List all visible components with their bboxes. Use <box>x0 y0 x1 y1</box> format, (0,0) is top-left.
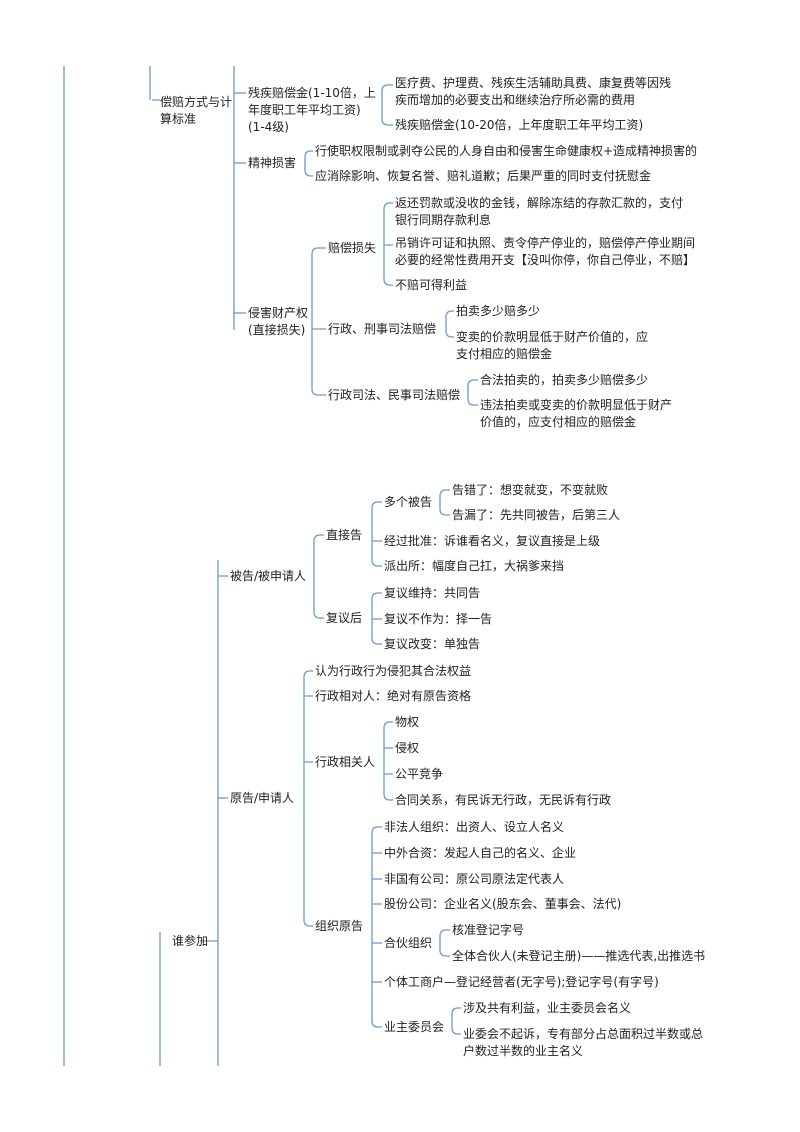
bracket-owners <box>451 1007 461 1035</box>
node-individual-business: 个体工商户—登记经营者(无字号);登记字号(有字号) <box>384 975 659 989</box>
node-property-compensation: 赔偿损失 <box>328 241 377 255</box>
bracket-multi <box>439 489 450 516</box>
node-disability-compensation: 残疾赔偿金(1-10倍，上年度职工年平均工资)(1-4级) <box>248 86 376 134</box>
bracket-admin-civil <box>467 379 478 406</box>
node-review-keep: 复议维持：共同告 <box>384 586 481 600</box>
node-owners-1: 涉及共有利益，业主委员会名义 <box>463 1001 632 1015</box>
node-multiple-defendants: 多个被告 <box>384 495 433 509</box>
node-org-joint-stock: 股份公司：企业名义(股东会、董事会、法代) <box>384 897 622 911</box>
bracket-partnership <box>439 929 450 957</box>
node-related-competition: 公平竞争 <box>395 767 444 781</box>
node-owners-committee: 业主委员会 <box>384 1020 445 1034</box>
node-administrative-counterpart: 行政相对人：绝对有原告资格 <box>315 689 472 703</box>
node-related-tort: 侵权 <box>395 741 420 755</box>
node-sued-missing: 告漏了：先共同被告，后第三人 <box>452 508 621 522</box>
node-disability-compensation-2: 残疾赔偿金(10-20倍，上年度职工年平均工资) <box>395 118 644 132</box>
bracket-related <box>383 721 393 801</box>
node-org-nonlegal: 非法人组织：出资人、设立人名义 <box>384 820 565 834</box>
node-partnership: 合伙组织 <box>384 936 433 950</box>
node-compensation-method: 偿赔方式与计算标准 <box>160 95 233 126</box>
node-sued-wrong: 告错了：想变就变，不变就败 <box>452 483 609 497</box>
node-plaintiff: 原告/申请人 <box>230 791 295 805</box>
node-sale-2: 违法拍卖或变卖的价款明显低于财产价值的，应支付相应的赔偿金 <box>480 398 673 429</box>
bracket-direct <box>371 501 382 567</box>
bracket-property <box>311 247 326 396</box>
node-partnership-1: 核准登记字号 <box>452 923 525 937</box>
bracket-defendant <box>313 534 324 619</box>
node-defendant: 被告/被申请人 <box>230 569 307 583</box>
bracket-mental <box>304 150 313 177</box>
node-approved: 经过批准：诉谁看名义，复议直接是上级 <box>384 534 601 548</box>
node-property-damage: 侵害财产权(直接损失) <box>248 306 309 337</box>
bracket-disability <box>381 84 393 126</box>
node-related-property: 物权 <box>395 715 420 729</box>
node-police-station: 派出所：幅度自己扛，大祸爹来挡 <box>384 559 565 573</box>
node-mental-damage-2: 应消除影响、恢复名誉、赔礼道歉；后果严重的同时支付抚慰金 <box>315 169 652 183</box>
bracket-after-review <box>371 592 382 645</box>
bracket-property-comp <box>383 202 393 286</box>
node-no-profit: 不赔可得利益 <box>395 278 468 292</box>
node-refund: 返还罚款或没收的金钱，解除冻结的存款汇款的，支付银行同期存款利息 <box>395 196 684 227</box>
node-related-contract: 合同关系，有民诉无行政，无民诉有行政 <box>395 793 612 807</box>
node-mental-damage: 精神损害 <box>248 156 297 170</box>
node-plaintiff-rights: 认为行政行为侵犯其合法权益 <box>315 664 472 678</box>
node-review-change: 复议改变：单独告 <box>384 637 481 651</box>
node-org-joint-venture: 中外合资：发起人自己的名义、企业 <box>384 846 577 860</box>
node-owners-2: 业委会不起诉，专有部分占总面积过半数或总户数过半数的业主名义 <box>463 1027 704 1058</box>
node-organization-plaintiff: 组织原告 <box>315 919 364 933</box>
node-auction-2: 合法拍卖的，拍卖多少赔偿多少 <box>480 373 649 387</box>
node-mental-damage-1: 行使职权限制或剥夺公民的人身自由和侵害生命健康权+造成精神损害的 <box>315 144 698 158</box>
node-sale-1: 变卖的价款明显低于财产价值的，应支付相应的赔偿金 <box>456 330 649 361</box>
node-revoke-license: 吊销许可证和执照、责令停产停业的，赔偿停产停业期间必要的经常性费用开支【没叫你停… <box>395 236 696 267</box>
node-after-review: 复议后 <box>326 611 363 625</box>
node-review-inaction: 复议不作为：择一告 <box>384 612 493 626</box>
node-partnership-2: 全体合伙人(未登记主册)——推选代表,出推选书 <box>452 949 706 963</box>
node-direct-sue: 直接告 <box>326 528 363 542</box>
node-admin-criminal: 行政、刑事司法赔偿 <box>328 322 437 336</box>
node-admin-civil: 行政司法、民事司法赔偿 <box>328 388 461 402</box>
node-who-participates: 谁参加 <box>172 934 209 948</box>
bracket-admin-criminal <box>445 310 454 338</box>
node-medical-costs: 医疗费、护理费、残疾生活辅助具费、康复费等因残疾而增加的必要支出和继续治疗所必需… <box>395 76 672 107</box>
bracket-plaintiff <box>303 670 313 927</box>
bracket-org <box>371 826 382 1028</box>
node-related-party: 行政相关人 <box>315 755 376 769</box>
node-auction-1: 拍卖多少赔多少 <box>456 304 541 318</box>
node-org-nonstate: 非国有公司：原公司原法定代表人 <box>384 872 565 886</box>
